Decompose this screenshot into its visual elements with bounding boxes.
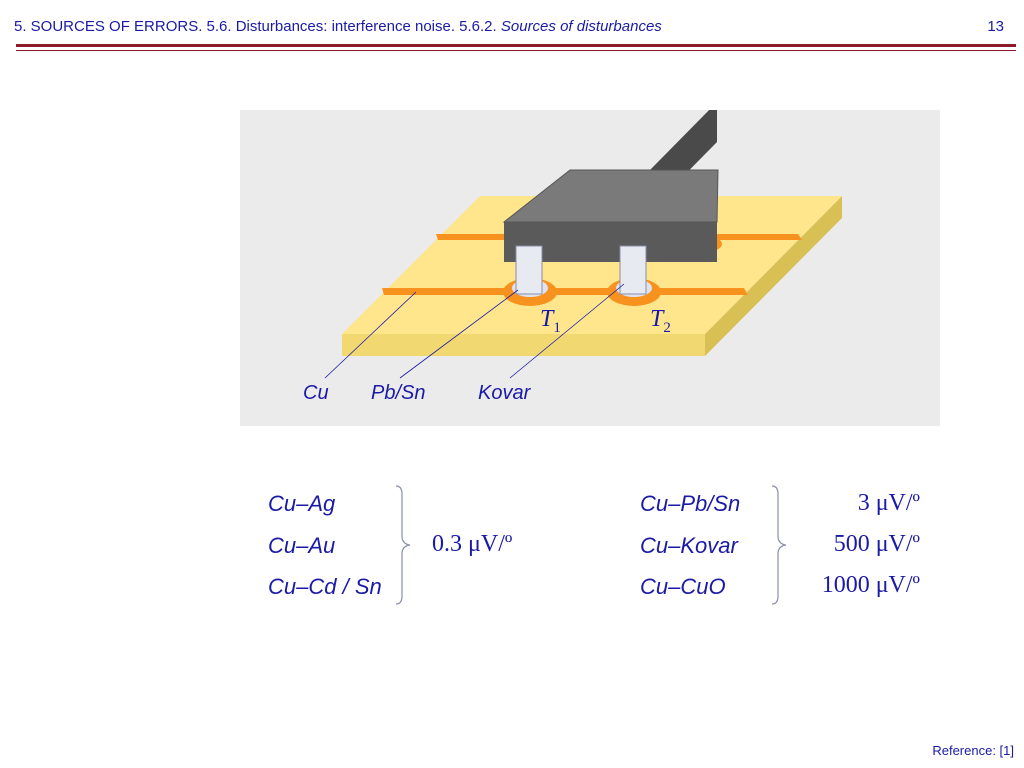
figure-panel <box>240 110 940 426</box>
pair-cu-au: Cu–Au <box>268 533 336 558</box>
title-prefix: 5. SOURCES OF ERRORS. 5.6. Disturbances:… <box>14 18 497 35</box>
callout-line-pbsn <box>399 289 519 379</box>
callout-pbsn: Pb/Sn <box>371 382 426 404</box>
value-cu-cuo: 1000 μV/º <box>821 572 920 598</box>
chip-top-outline <box>502 169 719 223</box>
page-number: 13 <box>987 18 1004 35</box>
brace-right-group <box>771 485 787 605</box>
trace-front <box>382 288 748 295</box>
callout-line-cu <box>324 291 417 379</box>
board-side-front <box>342 334 705 356</box>
header-rule-thick <box>16 44 1016 47</box>
value-cu-kovar: 500 μV/º <box>833 531 920 557</box>
chip-top <box>504 170 718 222</box>
value-left-group: 0.3 μV/º <box>432 531 513 557</box>
value-cu-pbsn: 3 μV/º <box>857 490 920 516</box>
title-italic: Sources of disturbances <box>500 18 662 35</box>
callout-cu: Cu <box>303 382 329 404</box>
t1-symbol: T <box>540 306 554 332</box>
callout-kovar: Kovar <box>478 382 531 404</box>
chip-front <box>504 222 717 262</box>
page-title: 5. SOURCES OF ERRORS. 5.6. Disturbances:… <box>14 18 662 35</box>
circuit-board-illustration <box>324 110 842 379</box>
callout-line-kovar <box>509 283 625 379</box>
lead-t2 <box>619 245 647 295</box>
pair-cu-cdsn: Cu–Cd / Sn <box>268 574 382 599</box>
brace-left-group <box>395 485 411 605</box>
pair-cu-ag: Cu–Ag <box>268 491 336 516</box>
junction-label-t1: T1 <box>540 306 561 337</box>
pair-cu-pbsn: Cu–Pb/Sn <box>640 491 741 516</box>
board-side-right <box>705 196 842 356</box>
t2-subscript: 2 <box>663 319 671 336</box>
lead-t1 <box>515 245 543 295</box>
pair-cu-cuo: Cu–CuO <box>640 574 726 599</box>
pair-cu-kovar: Cu–Kovar <box>640 533 738 558</box>
t2-symbol: T <box>650 306 664 332</box>
junction-label-t2: T2 <box>650 306 671 337</box>
t1-subscript: 1 <box>553 319 561 336</box>
reference-note: Reference: [1] <box>932 743 1014 758</box>
header-rule-thin <box>16 50 1016 51</box>
